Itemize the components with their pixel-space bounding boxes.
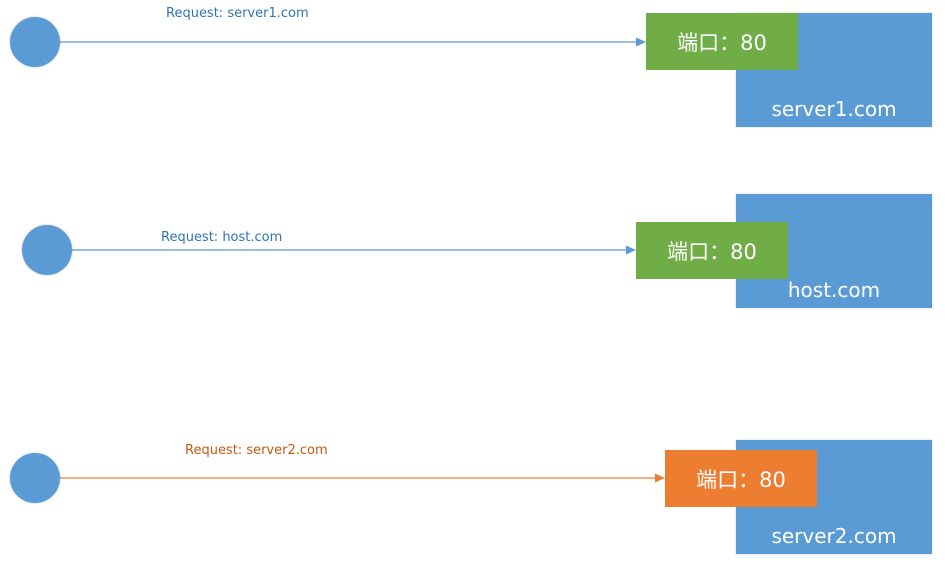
arrowhead-2 xyxy=(626,245,636,255)
client-node-1 xyxy=(10,17,60,67)
request-label-3: Request: server2.com xyxy=(185,443,328,458)
arrowhead-3 xyxy=(655,473,665,483)
server-label-1: server1.com xyxy=(771,97,897,121)
port-box-1: 端口：80 xyxy=(646,13,798,70)
request-label-2: Request: host.com xyxy=(161,230,283,245)
server-label-2: host.com xyxy=(787,278,881,302)
port-box-2: 端口：80 xyxy=(636,222,788,279)
client-node-2 xyxy=(22,225,72,275)
port-box-3: 端口：80 xyxy=(665,450,817,507)
server-label-3: server2.com xyxy=(771,524,897,548)
request-label-1: Request: server1.com xyxy=(166,6,309,21)
arrowhead-1 xyxy=(636,37,646,47)
client-node-3 xyxy=(10,453,60,503)
